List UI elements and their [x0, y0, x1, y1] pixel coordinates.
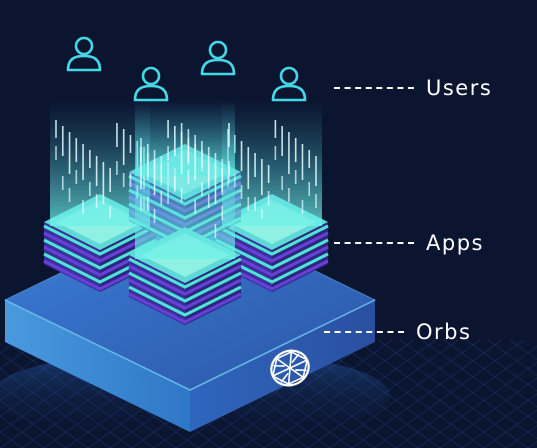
user-icon	[200, 40, 236, 76]
users-callout: Users	[334, 76, 492, 100]
user-icon	[133, 66, 169, 102]
apps-callout: Apps	[334, 231, 484, 255]
apps-label: Apps	[426, 231, 484, 255]
orbs-logo-icon	[270, 349, 310, 387]
orbs-label: Orbs	[416, 320, 472, 344]
user-icons	[66, 36, 307, 102]
users-leader-line	[334, 87, 414, 89]
apps-leader-line	[334, 242, 414, 244]
orbs-leader-line	[324, 331, 404, 333]
user-icon	[66, 36, 102, 72]
orbs-callout: Orbs	[324, 320, 471, 344]
user-icon	[271, 66, 307, 102]
data-beams	[50, 100, 322, 259]
users-label: Users	[426, 76, 493, 100]
